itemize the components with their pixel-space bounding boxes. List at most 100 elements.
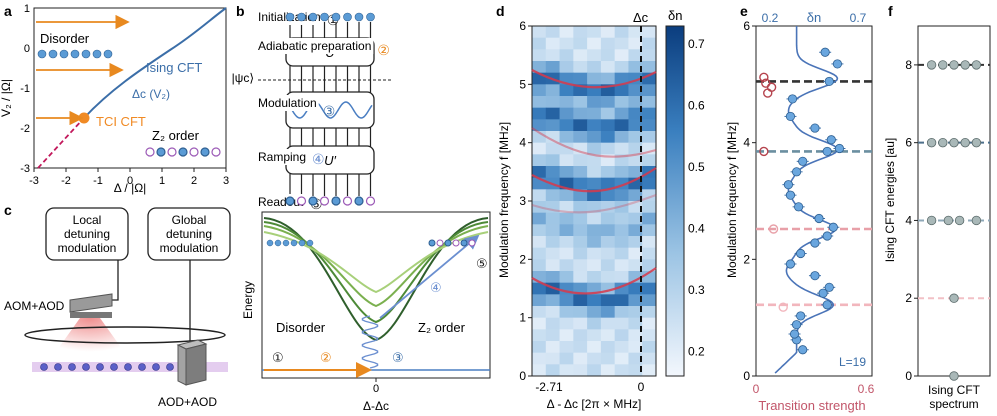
atom (428, 239, 436, 247)
dn-point (785, 111, 796, 122)
heatmap-cell (642, 49, 657, 62)
heatmap-cell (642, 224, 657, 237)
heatmap-cell (545, 341, 561, 354)
dn-point (826, 135, 836, 145)
heatmap-cell (614, 96, 629, 109)
heatmap-cell (532, 166, 547, 179)
panel-f-frame (917, 25, 991, 377)
spectrum-point (949, 137, 959, 148)
dn-point (820, 47, 830, 57)
heatmap-cell (600, 341, 616, 354)
heatmap-cell (628, 142, 643, 155)
panel-e-top-tick-2: 0.7 (850, 11, 867, 25)
colorbar (665, 25, 685, 377)
heatmap-cell (587, 364, 602, 377)
atom (306, 239, 314, 247)
heatmap-cell (628, 341, 643, 354)
heatmap-cell (614, 189, 629, 202)
heatmap-cell (628, 212, 643, 225)
heatmap-cell (587, 26, 602, 39)
heatmap-cell (600, 201, 616, 214)
f-ytick-label: 4 (905, 213, 912, 227)
heatmap-cell (559, 107, 574, 120)
heatmap-cell (600, 212, 616, 225)
heatmap-cell (600, 317, 616, 330)
gate-u-prime-label: U′ (324, 153, 336, 168)
text-line: Ising CFT (928, 383, 981, 397)
heatmap-cell (600, 49, 616, 62)
step-label: Ramping (258, 150, 306, 164)
dn-point (822, 300, 832, 310)
energy-marker: ① (272, 350, 284, 365)
heatmap-cell (614, 271, 629, 284)
dn-point (824, 76, 834, 87)
panel-d-xtick-1: -2.71 (535, 380, 563, 394)
heatmap-cell (600, 37, 616, 50)
init-atoms (285, 12, 375, 22)
heatmap-cell (600, 107, 616, 120)
energy-xlabel: Δ-Δc (363, 399, 389, 413)
modulation-wave (291, 101, 373, 119)
heatmap-cell (587, 306, 602, 319)
spectrum-point (960, 60, 970, 70)
step-number: ② (377, 42, 390, 58)
heatmap-cell (587, 212, 602, 225)
atom (37, 49, 47, 59)
colorbar-label: δn (668, 8, 682, 23)
heatmap-cell (532, 49, 547, 62)
heatmap-cell (559, 329, 574, 342)
heatmap-cell (532, 131, 547, 144)
heatmap-cell (600, 271, 616, 284)
heatmap-cell (587, 236, 602, 249)
atom (211, 147, 221, 157)
spectrum-point (949, 60, 959, 70)
text-line: modulation (58, 241, 117, 255)
d-ytick-label: 1 (519, 311, 526, 325)
heatmap-cell (628, 201, 643, 214)
panel-e-ylabel: Modulation frequency f [MHz] (725, 122, 739, 278)
panel-f-ylabel: Ising CFT energies [au] (883, 138, 897, 263)
heatmap-cell (573, 189, 588, 202)
panel-d-ylabel: Modulation frequency f [MHz] (497, 122, 511, 278)
heatmap-cell (628, 352, 643, 365)
level-4 (263, 231, 489, 294)
colorbar-tick-label: 0.6 (688, 98, 705, 112)
dn-point (824, 282, 834, 292)
transition-point (766, 82, 777, 92)
heatmap-cell (532, 317, 547, 330)
heatmap-cell (600, 306, 616, 319)
heatmap-cell (628, 294, 643, 307)
heatmap-cell (545, 142, 561, 155)
heatmap-cell (573, 341, 588, 354)
heatmap-cell (628, 37, 643, 50)
heatmap-cell (628, 107, 643, 120)
heatmap-cell (614, 236, 629, 249)
psi-c-label: |ψc⟩ (232, 71, 254, 85)
atom (285, 12, 295, 22)
heatmap-cell (614, 317, 629, 330)
a-ytick-label: -2 (20, 123, 30, 135)
heatmap-cell (545, 84, 561, 97)
heatmap-cell (532, 247, 547, 260)
heatmap-cell (545, 364, 561, 377)
laser-beams (50, 318, 130, 360)
heatmap-cell (587, 271, 602, 284)
panel-label-f: f (888, 3, 893, 19)
heatmap-cell (559, 212, 574, 225)
spectrum-point (971, 137, 982, 148)
panel-a-ylabel: V₂ / |Ω| (0, 79, 13, 117)
step-number: ③ (323, 103, 336, 119)
label-tci-cft: TCI CFT (96, 114, 146, 129)
panel-d-xtick-2: 0 (638, 380, 645, 394)
heatmap-cell (559, 142, 574, 155)
heatmap-cell (545, 236, 561, 249)
heatmap-cell (545, 119, 561, 132)
heatmap-cell (642, 189, 657, 202)
heatmap-cell (573, 154, 588, 167)
lens (24, 326, 226, 344)
resonance-curve-4b (531, 127, 657, 158)
label-disorder-a: Disorder (40, 31, 90, 46)
